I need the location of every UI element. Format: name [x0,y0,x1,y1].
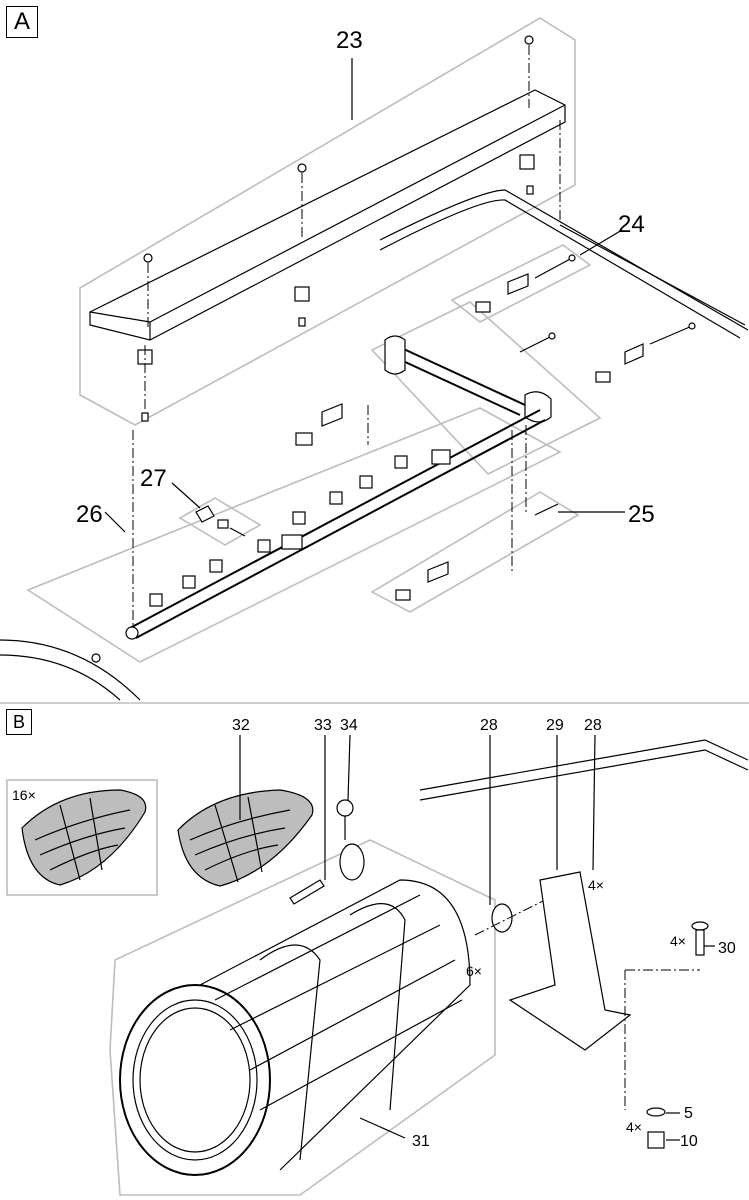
callout-30: 30 [718,940,736,957]
manifold-nozzles [125,449,451,640]
hose-elbow-right [524,391,552,423]
hardware-24 [295,254,696,446]
housing-b-1 [419,739,749,791]
qty-screens: 16× [12,787,36,803]
manifold-pipe-2 [135,419,546,639]
frame-25 [370,491,580,613]
pin-34 [336,734,365,881]
callout-28a: 28 [480,717,498,734]
inset-frame [6,779,158,896]
panel-a: 23 24 25 26 27 [0,17,749,701]
callout-10: 10 [680,1133,698,1150]
housing-line-3 [559,224,746,326]
leader-24 [579,229,623,256]
shaft-33 [289,735,326,905]
callout-5: 5 [684,1105,693,1122]
callout-27: 27 [140,465,167,492]
qty-bolts-30: 4× [670,933,686,949]
callout-24: 24 [618,211,645,238]
panel-b: 32 33 34 28 29 28 30 5 10 31 16× 4× 6× 4… [6,717,749,1196]
callout-23: 23 [336,27,363,54]
panel-a-label: A [6,6,38,38]
drum-hole [91,653,101,663]
leader-31 [359,1117,406,1139]
callout-28b: 28 [584,717,602,734]
manifold-pipe [129,409,541,629]
rail-23 [89,89,566,341]
leader-27 [171,482,201,509]
frame-23 [79,17,576,426]
hardware-25 [395,425,559,601]
screen-inset [21,789,147,886]
frame-hose [370,301,602,475]
rail-edge-2 [149,104,566,323]
drum-edge [0,639,141,701]
callout-32: 32 [232,717,250,734]
bolt-30 [691,921,715,956]
hose-elbow-left [384,335,406,375]
screen-32 [177,789,314,887]
callout-34: 34 [340,717,358,734]
hub-28 [474,735,546,936]
bracket-29 [508,734,632,1051]
rail-bolts [143,35,561,330]
qty-bracket-screws: 4× [588,877,604,893]
rail-clips [137,154,535,422]
callout-26: 26 [76,501,103,528]
frame-24 [450,244,592,323]
qty-drum-screws: 6× [466,963,482,979]
panel-b-label: B [6,709,32,735]
housing-b-2 [419,749,749,801]
housing-line-2 [379,199,741,339]
callout-29: 29 [546,717,564,734]
hose-upper [394,344,526,406]
frame-26 [26,407,562,663]
drum-edge-2 [0,654,121,701]
washer-5 [646,1107,680,1117]
rail-edge [89,311,151,323]
frame-27 [178,497,262,546]
callout-33: 33 [314,717,332,734]
callout-25: 25 [628,501,655,528]
leader-26 [104,511,126,533]
callout-31: 31 [412,1133,430,1150]
hose-upper-2 [389,354,521,416]
nut-10 [647,1131,680,1149]
housing-line-1 [379,189,749,331]
frame-31 [109,839,496,1196]
qty-washers-5: 4× [626,1119,642,1135]
drum-31 [119,879,471,1176]
hardware-27 [195,505,246,537]
